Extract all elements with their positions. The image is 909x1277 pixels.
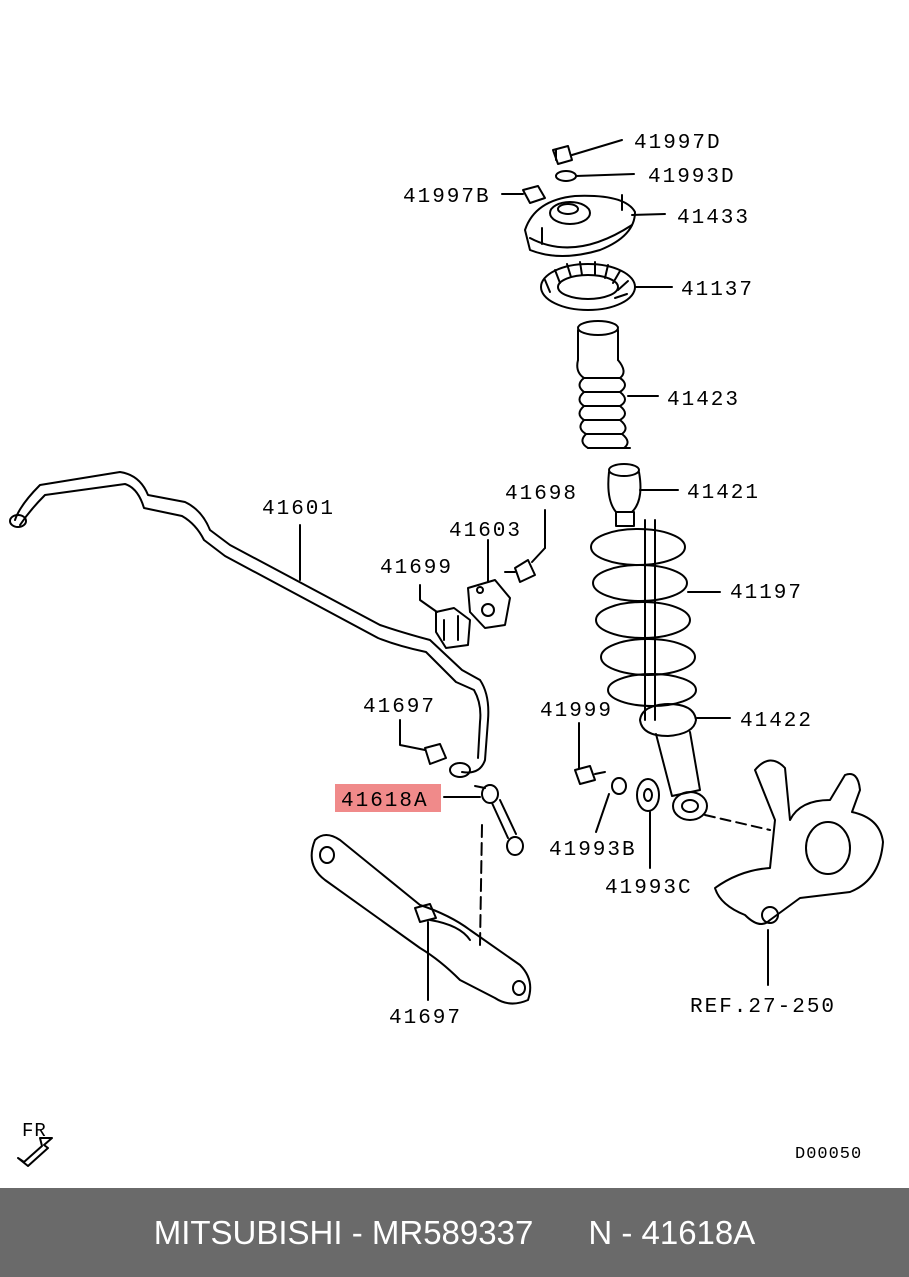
label-41997D: 41997D <box>634 132 722 155</box>
label-41697-upper: 41697 <box>363 696 436 719</box>
diagram-code: D00050 <box>795 1145 862 1164</box>
bracket-part <box>467 579 511 629</box>
bolt-41698-part <box>504 559 536 583</box>
label-41618A: 41618A <box>341 790 429 813</box>
footer-brand-part: MITSUBISHI - MR589337 <box>153 1213 534 1251</box>
link-nut-lower-part <box>414 903 437 923</box>
lower-arm-part <box>310 834 532 1005</box>
dash-link <box>479 824 483 946</box>
bushing-part <box>435 607 471 649</box>
top-nut-part <box>552 145 573 165</box>
bump-stop-part <box>607 463 642 527</box>
label-41197: 41197 <box>730 582 803 605</box>
label-41423: 41423 <box>667 389 740 412</box>
spring-seat-part <box>540 261 636 311</box>
label-fr: FR <box>22 1120 47 1142</box>
link-nut-upper-part <box>424 743 447 765</box>
label-41697-lower: 41697 <box>389 1007 462 1030</box>
washer-41993c-part <box>636 778 660 812</box>
exploded-parts-diagram: 41997D 41993D 41997B 41433 41137 41423 4… <box>9 132 884 1167</box>
label-41421: 41421 <box>687 482 760 505</box>
label-41997B: 41997B <box>403 186 491 209</box>
label-41137: 41137 <box>681 279 754 302</box>
strut-mount-part <box>524 194 636 257</box>
label-ref: REF.27-250 <box>690 996 836 1019</box>
front-arrow-icon <box>17 1137 53 1167</box>
highlight-41618A <box>335 784 441 812</box>
coil-spring-part <box>590 528 697 707</box>
shock-absorber-part <box>639 519 708 821</box>
steering-knuckle-part <box>714 759 884 925</box>
label-41601: 41601 <box>262 498 335 521</box>
label-41433: 41433 <box>677 207 750 230</box>
washer-part <box>555 170 577 182</box>
stabilizer-bar-part <box>9 471 490 778</box>
leader-41697-upper <box>399 719 426 751</box>
side-nut-part <box>522 185 546 204</box>
footer-bar: MITSUBISHI - MR589337 N - 41618A <box>0 1188 909 1277</box>
label-41698: 41698 <box>505 483 578 506</box>
footer-gap <box>533 1214 588 1252</box>
stabilizer-link-part <box>474 784 524 856</box>
dust-boot-part <box>576 320 631 449</box>
nut-41993b-part <box>611 777 627 795</box>
label-41993D: 41993D <box>648 166 736 189</box>
leader-41993B <box>595 793 610 833</box>
label-41603: 41603 <box>449 520 522 543</box>
label-41993B: 41993B <box>549 839 637 862</box>
label-41699: 41699 <box>380 557 453 580</box>
label-41999: 41999 <box>540 700 613 723</box>
bolt-part <box>574 765 606 785</box>
label-41993C: 41993C <box>605 877 693 900</box>
leader-41997D <box>571 139 623 156</box>
leader-41993D <box>575 173 635 177</box>
dash-knuckle <box>704 814 771 831</box>
label-41422: 41422 <box>740 710 813 733</box>
footer-ref-number: N - 41618A <box>588 1213 756 1251</box>
leader-41433 <box>631 213 666 216</box>
leader-41699 <box>419 584 438 613</box>
